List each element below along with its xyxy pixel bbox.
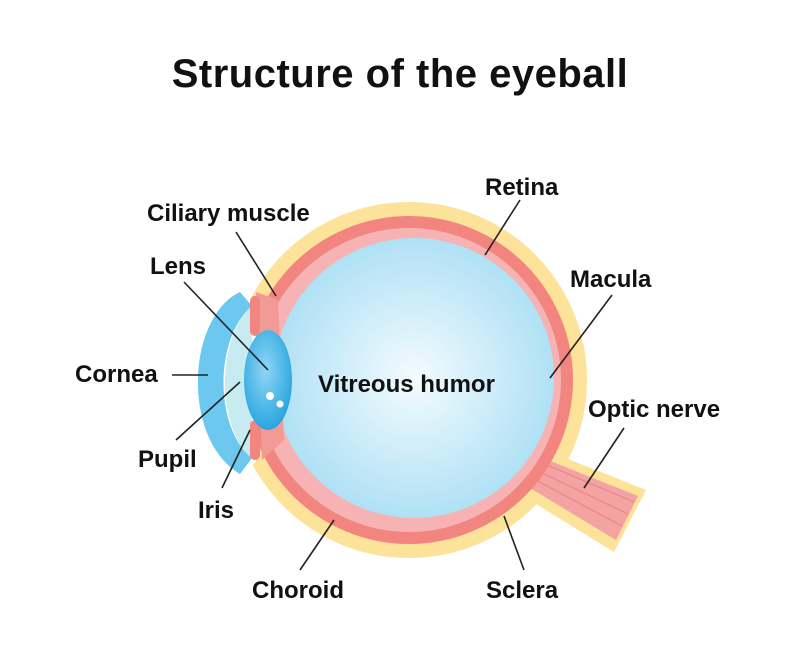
cornea-shape <box>197 292 252 474</box>
label-iris: Iris <box>198 497 234 524</box>
label-vitreous-humor: Vitreous humor <box>318 371 495 398</box>
diagram-title: Structure of the eyeball <box>171 52 629 96</box>
label-cornea: Cornea <box>75 361 158 388</box>
vitreous-shape <box>274 238 554 518</box>
label-pupil: Pupil <box>138 446 197 473</box>
label-retina: Retina <box>485 174 559 201</box>
anterior-chamber <box>225 306 252 458</box>
lens-highlight-2 <box>276 400 284 408</box>
iris-lower <box>250 420 260 460</box>
label-macula: Macula <box>570 266 652 293</box>
lens-highlight-1 <box>266 392 274 400</box>
label-ciliary-muscle: Ciliary muscle <box>147 200 310 227</box>
optic-nerve-fibers <box>531 461 635 527</box>
optic-nerve-shape <box>520 452 638 540</box>
label-sclera: Sclera <box>486 577 559 604</box>
leader-lines <box>172 199 625 571</box>
label-choroid: Choroid <box>252 577 344 604</box>
label-optic-nerve: Optic nerve <box>588 396 720 423</box>
label-lens: Lens <box>150 253 206 280</box>
iris-upper <box>250 296 260 336</box>
lens-shape <box>244 330 292 430</box>
